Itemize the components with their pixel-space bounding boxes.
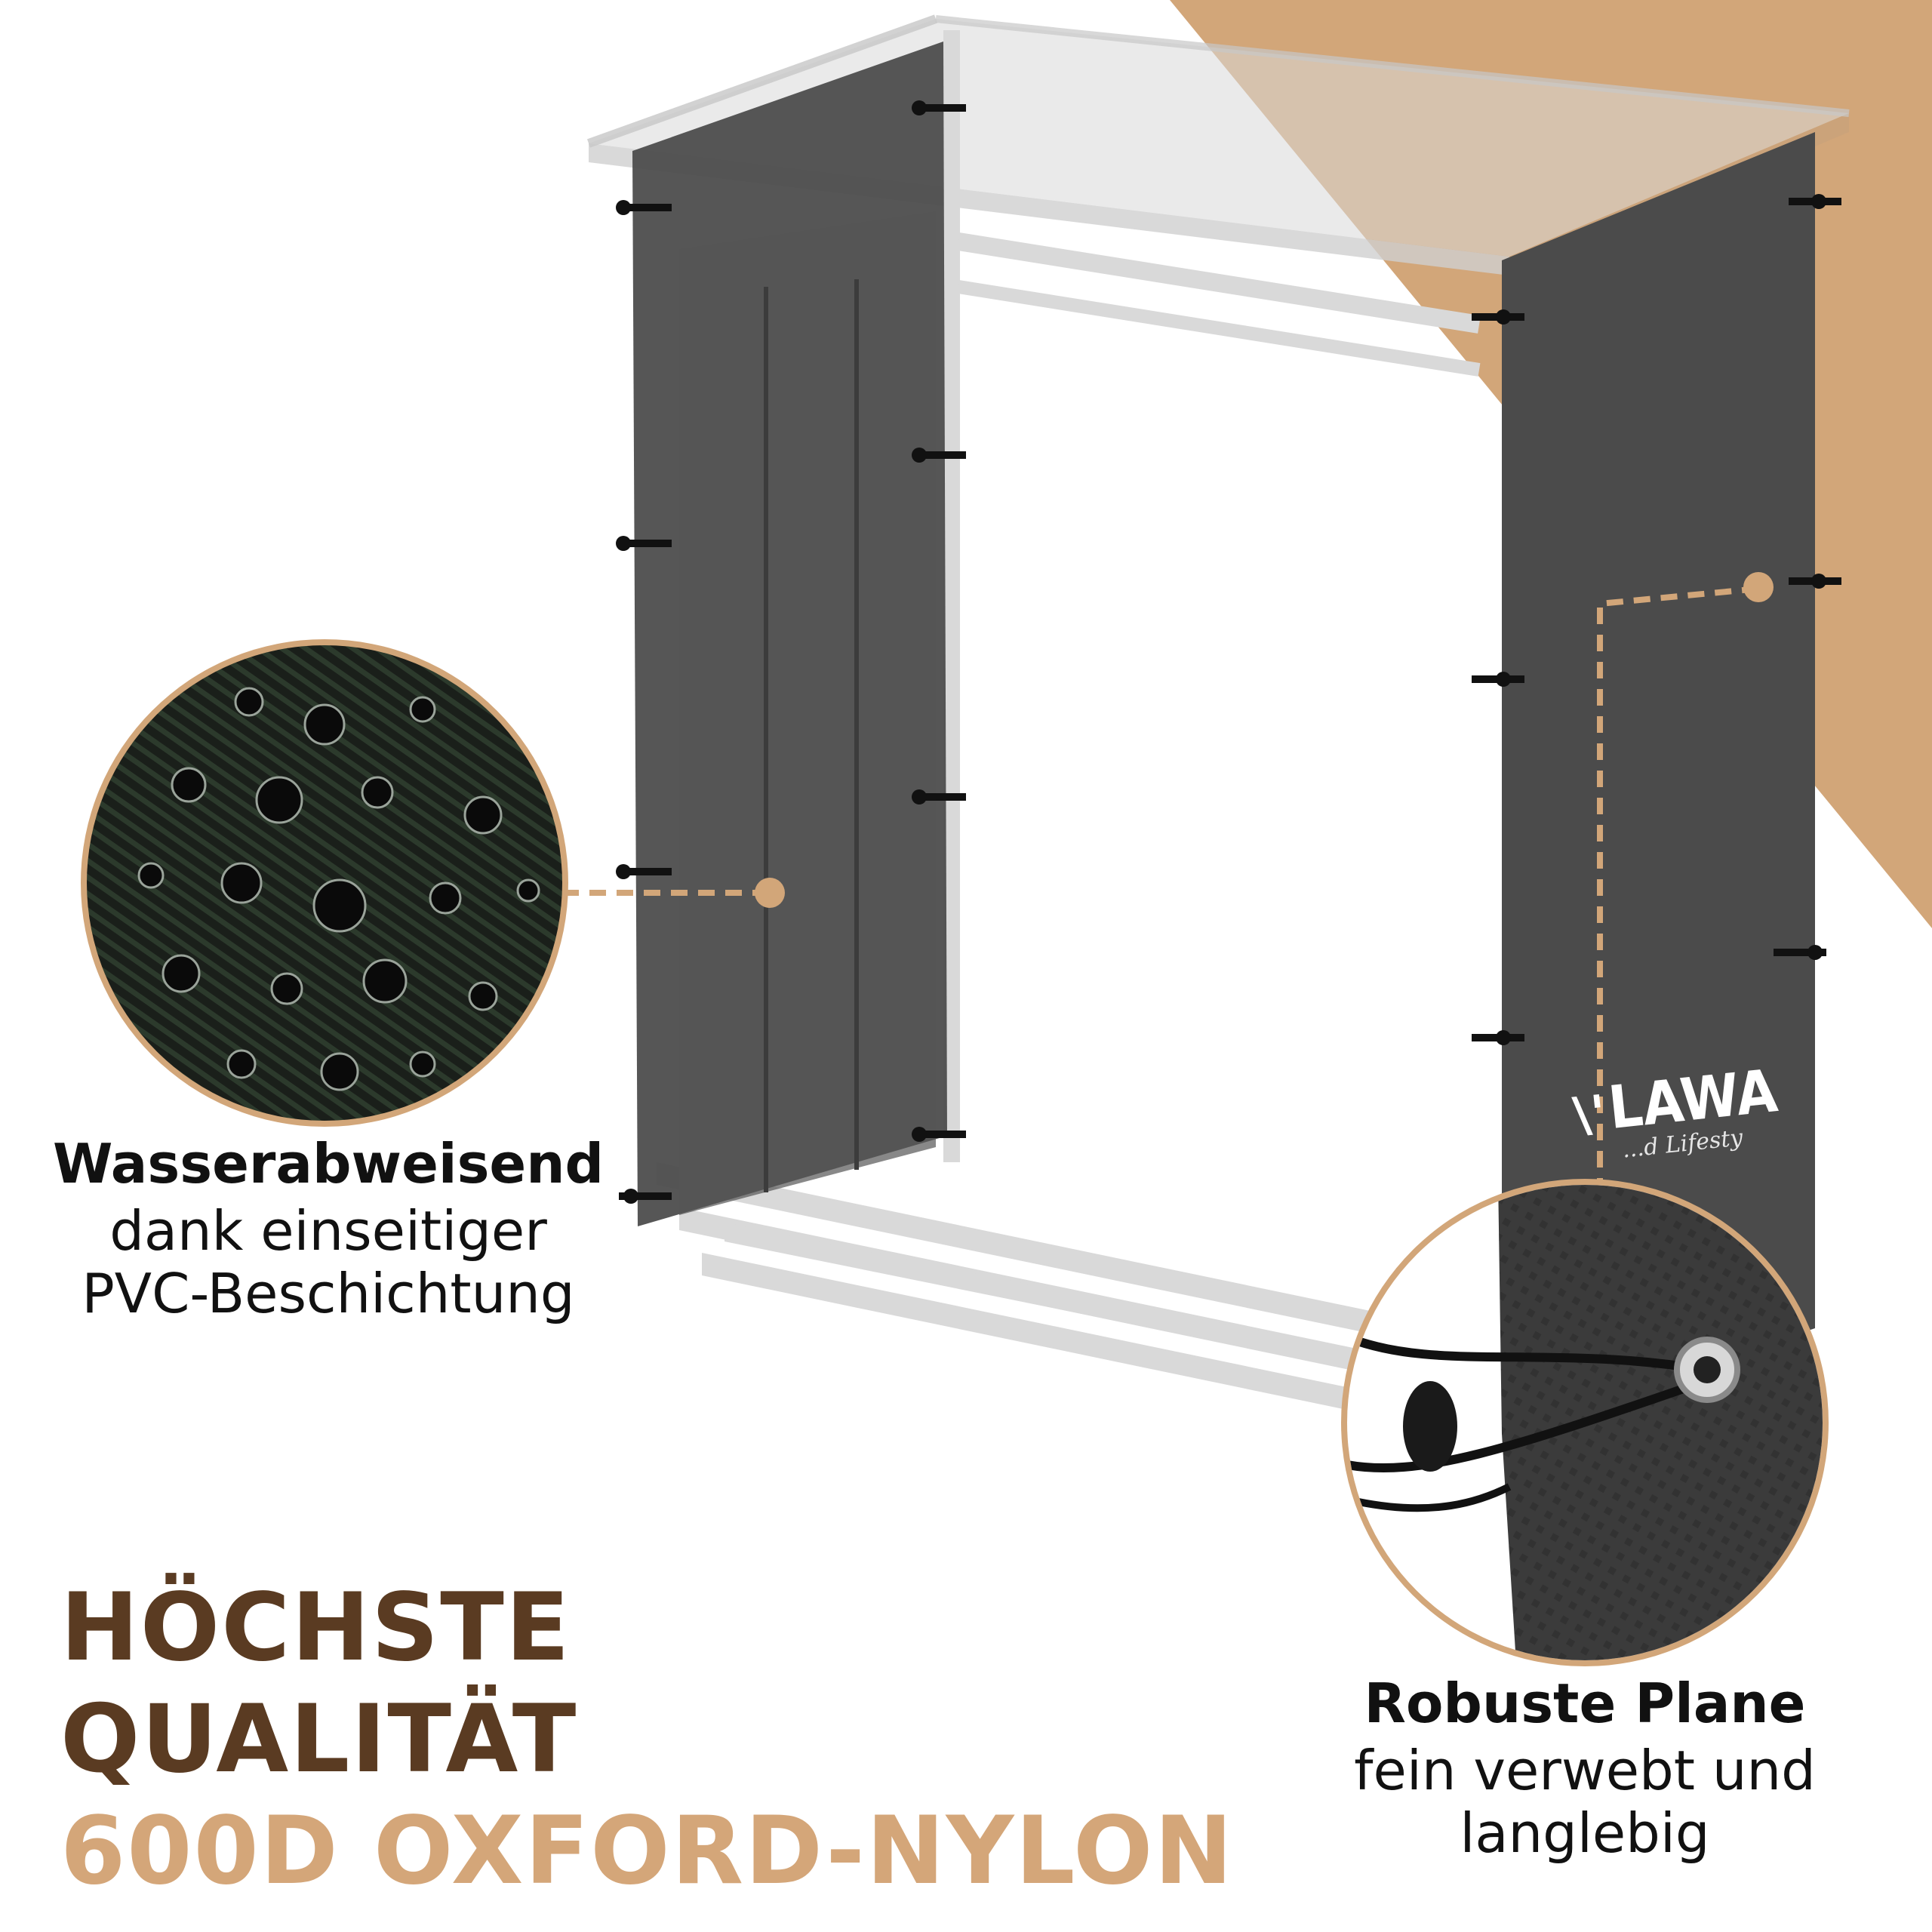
right-cover-panel [1502,132,1815,1434]
cover-hooks [616,100,1841,1204]
callout-left-line2: PVC-Beschichtung [82,1261,575,1325]
floor-bars [657,1162,1426,1426]
callout-left: Wasserabweisend dank einseitiger PVC-Bes… [30,1132,626,1325]
callout-left-dot [755,878,785,908]
callout-right-line1: fein verwebt und [1354,1739,1816,1802]
callout-right-line2: langlebig [1460,1801,1710,1865]
frame-back-left-post [943,30,960,1162]
water-droplets-fabric-zoom [81,639,568,1127]
callout-right: Robuste Plane fein verwebt und langlebig [1283,1672,1887,1865]
callout-right-dot [1743,572,1774,602]
callout-right-title: Robuste Plane [1364,1672,1806,1735]
headline-line1: HÖCHSTE [60,1574,571,1682]
callout-left-title: Wasserabweisend [52,1132,605,1195]
eyelet-bungee-cord-zoom [1341,1179,1829,1666]
headline-line3: 600D OXFORD-NYLON [60,1797,1235,1906]
headline: HÖCHSTE QUALITÄT 600D OXFORD-NYLON [60,1581,1234,1898]
callout-left-line1: dank einseitiger [109,1199,547,1263]
callout-connector-lines [562,586,1759,1200]
headline-line2: QUALITÄT [60,1685,578,1794]
logo-mark-icon: \' [1570,1084,1609,1145]
